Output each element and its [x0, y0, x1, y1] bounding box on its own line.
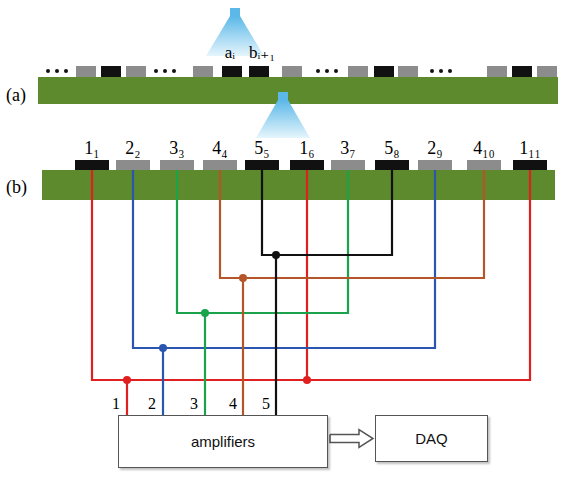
channel-number: 1	[112, 396, 120, 412]
ellipsis-dot	[316, 69, 320, 73]
ellipsis-dot	[154, 69, 158, 73]
electrode	[418, 160, 452, 170]
junction-dot	[239, 274, 247, 282]
process-box: amplifiers	[118, 415, 328, 468]
wire	[133, 170, 435, 348]
ellipsis-dot	[64, 69, 68, 73]
block-arrow	[330, 430, 373, 448]
electrode-label: 2₉	[427, 139, 442, 157]
ellipsis-dot	[46, 69, 50, 73]
ellipsis-dot	[163, 69, 167, 73]
electrode	[512, 66, 532, 77]
channel-number: 4	[229, 396, 237, 412]
electrode	[126, 66, 146, 77]
electrode	[76, 66, 96, 77]
box-label: DAQ	[415, 430, 448, 447]
electrode-label: 1₁	[84, 139, 99, 157]
junction-dot	[123, 376, 131, 384]
electrode	[487, 66, 507, 77]
wire	[242, 278, 244, 415]
channel-number: 3	[190, 396, 198, 412]
ellipsis-dot	[55, 69, 59, 73]
electrode	[348, 66, 368, 77]
channel-number: 2	[148, 396, 156, 412]
junction-dot	[303, 376, 311, 384]
electrode	[290, 160, 324, 170]
ellipsis-dot	[439, 69, 443, 73]
spray-nozzle	[256, 92, 310, 138]
junction-dot	[272, 251, 280, 259]
electrode	[101, 66, 121, 77]
electrode-label: aᵢ	[225, 44, 235, 61]
junction-dot	[159, 344, 167, 352]
wire	[275, 255, 277, 415]
electrode-label: 3₇	[340, 139, 355, 157]
electrode-label: 1₆	[299, 139, 314, 157]
electrode	[203, 160, 237, 170]
electrode-label: bᵢ₊₁	[249, 44, 275, 61]
electrode	[398, 66, 418, 77]
electrode-label: 5₈	[384, 139, 399, 157]
electrode	[282, 66, 302, 77]
wire	[262, 170, 392, 255]
electrode	[116, 160, 150, 170]
ellipsis-dot	[430, 69, 434, 73]
wire	[220, 170, 484, 278]
process-box: DAQ	[375, 415, 488, 462]
ellipsis-dot	[325, 69, 329, 73]
electrode	[537, 66, 557, 77]
wire	[162, 348, 164, 415]
wire	[126, 380, 128, 415]
electrode	[245, 160, 279, 170]
electrode	[467, 160, 501, 170]
electrode	[249, 66, 269, 77]
electrode	[222, 66, 242, 77]
substrate	[42, 170, 555, 200]
wire	[92, 170, 530, 380]
electrode	[160, 160, 194, 170]
ellipsis-dot	[334, 69, 338, 73]
substrate	[38, 77, 558, 104]
electrode-label: 2₂	[125, 139, 140, 157]
electrode	[331, 160, 365, 170]
electrode	[375, 160, 409, 170]
electrode	[193, 66, 213, 77]
electrode-label: 1₁₁	[519, 139, 541, 157]
electrode	[513, 160, 547, 170]
junction-dot	[201, 309, 209, 317]
box-label: amplifiers	[191, 433, 255, 450]
electrode-label: 5₅	[254, 139, 269, 157]
panel-label: (a)	[6, 86, 26, 104]
wire	[204, 313, 206, 415]
electrode-label: 3₃	[169, 139, 184, 157]
electrode-label: 4₄	[212, 139, 227, 157]
electrode-label: 4₁₀	[473, 139, 495, 157]
panel-label: (b)	[6, 178, 27, 196]
ellipsis-dot	[172, 69, 176, 73]
electrode	[75, 160, 109, 170]
channel-number: 5	[262, 396, 270, 412]
electrode	[374, 66, 394, 77]
ellipsis-dot	[448, 69, 452, 73]
